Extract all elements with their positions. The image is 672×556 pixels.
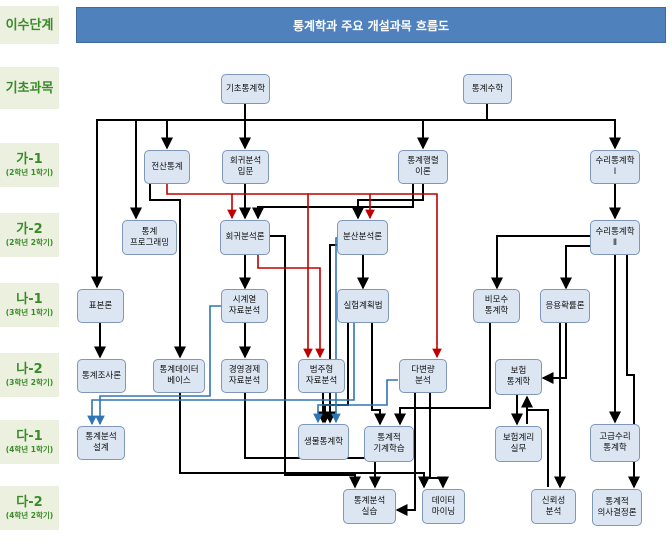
- course-regression-theory[interactable]: 회귀분석론: [220, 220, 270, 255]
- course-applied-probability[interactable]: 응용확률론: [540, 289, 590, 323]
- edge-statmatrix-to-regrtheory: [252, 184, 414, 220]
- course-insurance-statistics[interactable]: 보험 통계학: [495, 359, 542, 395]
- course-statistical-mathematics[interactable]: 통계수학: [463, 74, 512, 104]
- edge-statmatrix-to-anova: [352, 184, 424, 220]
- stage-label-na2: 나-2 (3학년 2학기): [0, 353, 59, 397]
- edge-math2-to-applied: [560, 245, 600, 290]
- stage-label-main: 가-2: [16, 222, 43, 237]
- course-nonparametric-statistics[interactable]: 비모수 통계학: [473, 289, 520, 323]
- stage-label-basic: 기초과목: [0, 67, 59, 109]
- edge-multivariate-to-mining: [429, 392, 449, 489]
- course-statistical-analysis-practicum[interactable]: 통계분석 실습: [343, 489, 396, 524]
- edge-math2-fan: [491, 235, 595, 290]
- course-design-of-experiments[interactable]: 실험계획법: [337, 289, 389, 323]
- edge-multivariate-to-practicum: [395, 392, 416, 516]
- course-reliability-analysis[interactable]: 신뢰성 분석: [531, 489, 576, 524]
- stage-label-sub: (3학년 1학기): [5, 308, 54, 317]
- course-survey-methods[interactable]: 통계조사론: [77, 359, 126, 393]
- course-basic-statistics[interactable]: 기초통계학: [221, 74, 270, 104]
- stage-label-ga2: 가-2 (2학년 2학기): [0, 213, 59, 257]
- course-time-series-analysis[interactable]: 시계열 자료분석: [221, 289, 268, 323]
- stage-label-da2: 다-2 (4학년 2학기): [0, 486, 59, 530]
- stage-label-da1: 다-1 (4학년 1학기): [0, 420, 59, 464]
- edge-regrtheory-to-practicum: [270, 235, 361, 489]
- stage-label-main: 나-2: [16, 362, 43, 377]
- course-mathematical-statistics-2[interactable]: 수리통계학 Ⅱ: [590, 220, 640, 255]
- course-actuarial-practice[interactable]: 보험계리 실무: [495, 426, 542, 462]
- edge-database-to-mining: [179, 392, 430, 489]
- course-statistical-matrix-theory[interactable]: 통계행렬 이론: [398, 150, 448, 184]
- course-statistical-machine-learning[interactable]: 통계적 기계학습: [364, 426, 414, 462]
- course-statistical-programming[interactable]: 통계 프로그래밍: [122, 220, 177, 255]
- stage-label-main: 가-1: [16, 152, 43, 167]
- course-business-economic-data-analysis[interactable]: 경영경제 자료분석: [221, 359, 268, 393]
- stage-label-main: 다-2: [16, 495, 43, 510]
- edge-blue-anova-to-biostat: [331, 237, 345, 424]
- stage-column-header: 이수단계: [0, 6, 59, 44]
- edge-red-regrtheory-to-categorical: [257, 254, 325, 359]
- course-regression-intro[interactable]: 회귀분석 입문: [222, 150, 269, 184]
- edge-reliability-loop: [527, 409, 549, 487]
- edge-design-to-ml: [371, 323, 386, 426]
- stage-column-header-text: 이수단계: [5, 17, 54, 33]
- edge-applied-to-insurance: [541, 323, 567, 384]
- course-analysis-of-variance[interactable]: 분산분석론: [337, 220, 388, 255]
- edge-blue-multivariate-to-biostat: [313, 379, 398, 424]
- course-computational-statistics[interactable]: 전산통계: [144, 150, 190, 184]
- stage-label-sub: (3학년 2학기): [5, 378, 54, 387]
- stage-label-main: 기초과목: [5, 80, 54, 96]
- course-biostatistics[interactable]: 생물통계학: [298, 424, 349, 460]
- edge-statmath-to-math1: [487, 119, 621, 150]
- stage-label-main: 다-1: [16, 429, 43, 444]
- stage-label-main: 나-1: [16, 292, 43, 307]
- edge-basic-to-compstats: [161, 103, 246, 150]
- edge-red-to-categorical: [232, 193, 313, 359]
- edge-nonparam-to-ml: [394, 323, 491, 426]
- course-categorical-data-analysis[interactable]: 범주형 자료분석: [298, 359, 345, 393]
- diagram-title: 통계학과 주요 개설과목 흐름도: [76, 7, 666, 43]
- edge-blue-design-to-consulting: [87, 323, 355, 426]
- stage-label-sub: (2학년 2학기): [5, 238, 54, 247]
- course-multivariate-analysis[interactable]: 다변량 분석: [399, 359, 447, 393]
- edge-statmath-left: [91, 119, 487, 289]
- course-data-mining[interactable]: 데이터 마이닝: [422, 489, 465, 524]
- edge-basic-to-statmatrix: [245, 119, 429, 150]
- course-statistical-consulting-design[interactable]: 통계분석 설계: [77, 426, 125, 460]
- edge-red-compstats-to-regrtheory: [166, 184, 237, 220]
- edge-compstats-down: [149, 184, 186, 359]
- edge-red-to-multivariate: [370, 193, 442, 359]
- stage-label-ga1: 가-1 (2학년 1학기): [0, 143, 59, 187]
- course-statistical-database[interactable]: 통계데이터 베이스: [153, 359, 205, 393]
- stage-label-na1: 나-1 (3학년 1학기): [0, 283, 59, 327]
- course-statistical-decision-theory[interactable]: 통계적 의사결정론: [592, 489, 642, 526]
- stage-label-sub: (4학년 1학기): [5, 445, 54, 454]
- course-advanced-mathematical-statistics[interactable]: 고급수리 통계학: [590, 424, 640, 462]
- stage-label-sub: (2학년 1학기): [5, 168, 54, 177]
- edge-blue-timeseries-to-consulting: [95, 305, 222, 426]
- edge-anova-to-biostat: [324, 244, 345, 424]
- course-mathematical-statistics-1[interactable]: 수리통계학 Ⅰ: [590, 150, 640, 184]
- course-sampling-theory[interactable]: 표본론: [77, 289, 124, 323]
- stage-label-sub: (4학년 2학기): [5, 511, 54, 520]
